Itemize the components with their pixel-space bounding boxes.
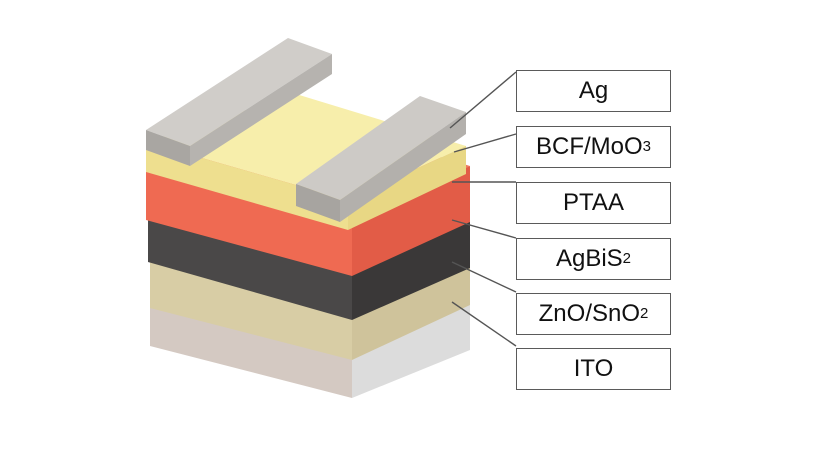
ag-electrode-right xyxy=(296,96,466,222)
label-agbis2-text: AgBiS xyxy=(555,245,623,272)
ag-electrode-left xyxy=(146,38,332,166)
leader-line-ito xyxy=(451,301,517,347)
leader-line-ag xyxy=(449,71,517,129)
leader-line-bcf xyxy=(453,133,517,153)
label-zno-sno2-text: ZnO/SnO xyxy=(538,300,641,327)
label-ptaa: PTAA xyxy=(516,182,671,224)
label-ptaa-text: PTAA xyxy=(563,189,624,216)
leader-lines xyxy=(449,71,517,347)
leader-line-agbis xyxy=(451,219,517,239)
label-bcf-moo3-text: BCF/MoO xyxy=(535,133,643,160)
label-ito: ITO xyxy=(516,348,671,390)
leader-line-zno xyxy=(451,261,517,293)
label-ag: Ag xyxy=(516,70,671,112)
label-ito-text: ITO xyxy=(573,355,614,382)
label-ag-text: Ag xyxy=(578,77,609,104)
